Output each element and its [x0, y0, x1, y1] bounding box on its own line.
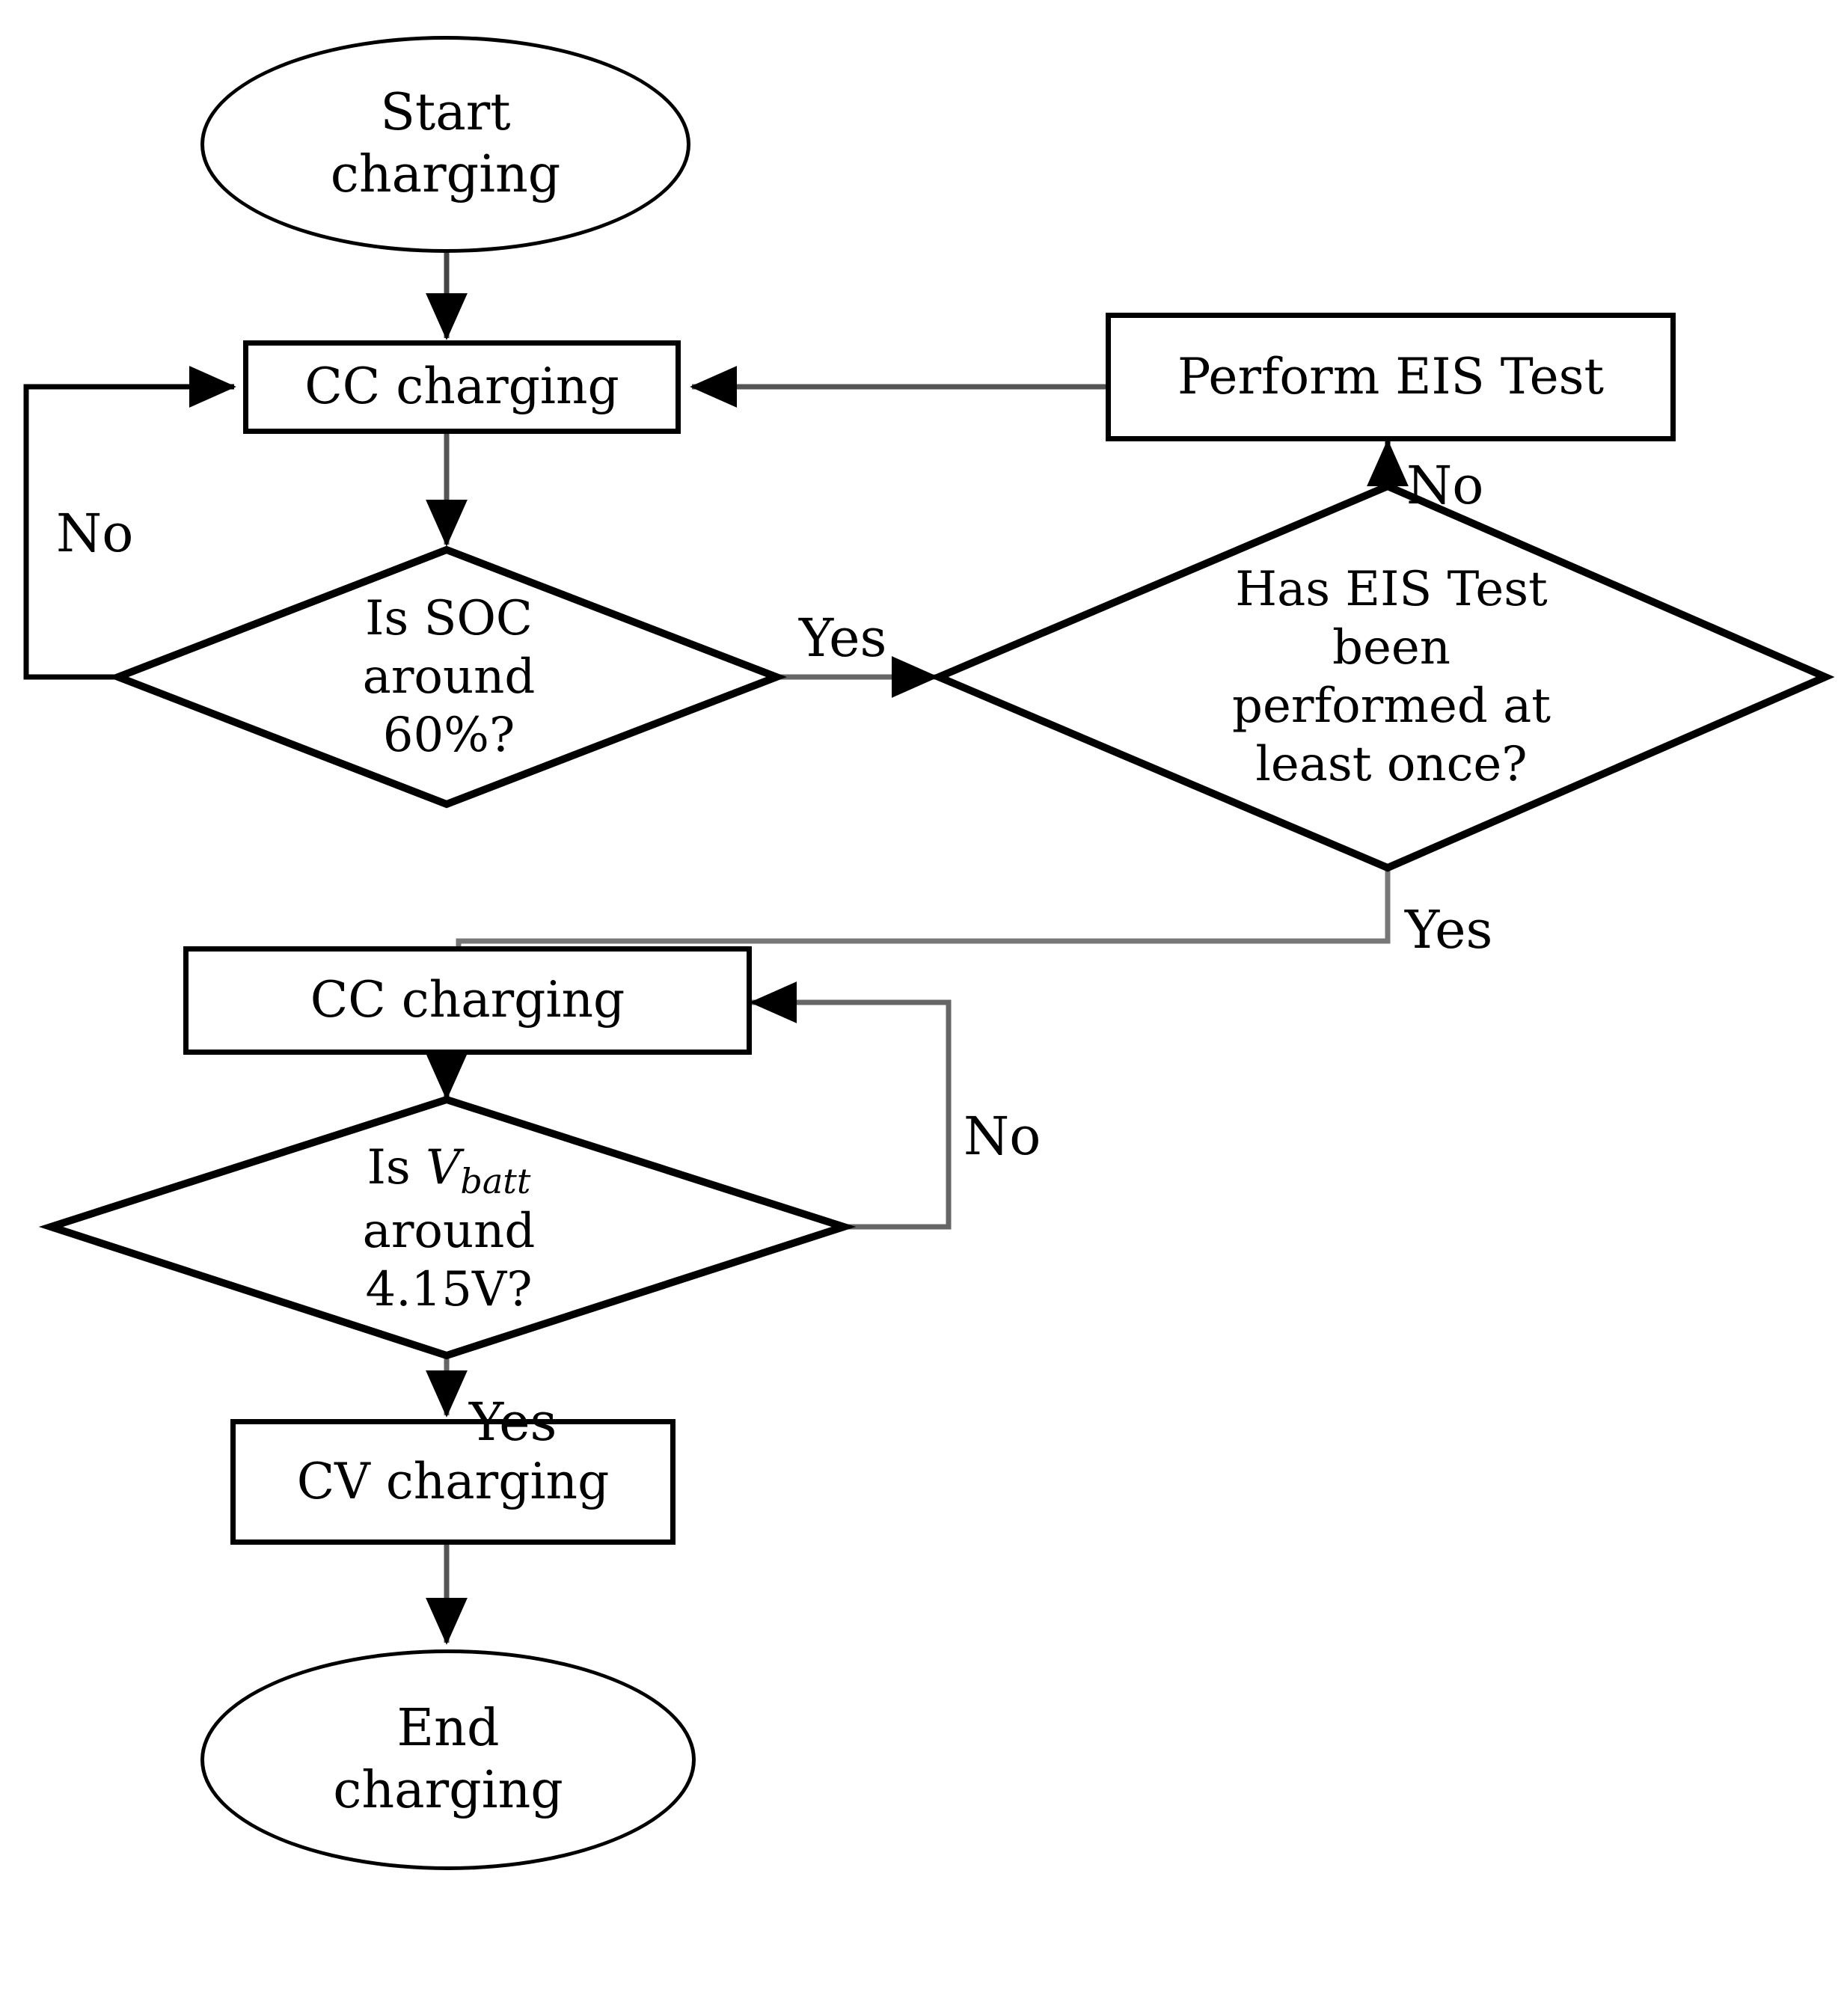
edge-label-no-haseis-top: No	[1406, 455, 1484, 516]
edge-label-no-soc-left: No	[56, 503, 134, 564]
haseis-line-2: been	[1332, 619, 1451, 675]
soc-line-3: 60%?	[382, 708, 515, 764]
node-start-charging[interactable]: Start charging	[200, 36, 690, 253]
node-perform-eis-test[interactable]: Perform EIS Test	[1106, 313, 1676, 441]
decision-shape-vbatt	[38, 1095, 857, 1360]
node-cc-charging-2-label: CC charging	[310, 971, 625, 1029]
soc-line-1: Is SOC	[365, 590, 533, 646]
vbatt-prefix: Is	[367, 1139, 426, 1195]
decision-shape-soc	[108, 545, 787, 809]
node-has-eis-been-performed[interactable]: Has EIS Test been performed at least onc…	[1145, 554, 1638, 800]
edge-label-yes-soc-right: Yes	[799, 607, 887, 669]
edge-soc-no-to-cc1	[23, 366, 236, 680]
vbatt-line-2: around	[362, 1203, 536, 1259]
node-cc-charging-1-label: CC charging	[304, 358, 619, 416]
vbatt-variable: Vbatt	[426, 1139, 530, 1201]
node-has-eis-been-performed-label: Has EIS Test been performed at least onc…	[1232, 560, 1551, 794]
edge-vbatt-no-to-cc2	[750, 981, 952, 1230]
node-end-charging-label: End charging	[333, 1698, 563, 1822]
edge-label-yes-vbatt-bottom: Yes	[469, 1391, 557, 1453]
haseis-line-3: performed at	[1232, 678, 1551, 734]
node-is-soc-60[interactable]: Is SOC around 60%?	[254, 583, 643, 770]
haseis-line-4: least once?	[1255, 737, 1528, 793]
soc-line-2: around	[362, 649, 536, 705]
start-line-2: charging	[330, 145, 561, 204]
node-cv-charging-label: CV charging	[296, 1452, 610, 1510]
vbatt-var-sub: batt	[460, 1160, 531, 1201]
end-line-1: End	[396, 1698, 500, 1758]
edge-label-yes-haseis-bottom: Yes	[1405, 899, 1493, 960]
node-start-charging-label: Start charging	[331, 82, 561, 206]
haseis-line-1: Has EIS Test	[1235, 561, 1548, 617]
node-cc-charging-1[interactable]: CC charging	[243, 340, 681, 434]
node-is-soc-60-label: Is SOC around 60%?	[363, 589, 536, 765]
vbatt-line-3: 4.15V?	[365, 1262, 533, 1318]
node-end-charging[interactable]: End charging	[200, 1649, 696, 1870]
node-is-vbatt-415[interactable]: Is Vbatt around 4.15V?	[254, 1133, 643, 1324]
node-cc-charging-2[interactable]: CC charging	[183, 946, 752, 1055]
node-cv-charging[interactable]: CV charging	[230, 1419, 676, 1545]
decision-shape-haseis	[929, 482, 1835, 872]
start-line-1: Start	[380, 83, 511, 143]
edge-label-no-vbatt-right: No	[964, 1106, 1041, 1167]
node-is-vbatt-415-label: Is Vbatt around 4.15V?	[363, 1139, 536, 1319]
vbatt-var-v: V	[426, 1139, 461, 1195]
node-perform-eis-test-label: Perform EIS Test	[1177, 347, 1605, 405]
end-line-2: charging	[333, 1760, 563, 1820]
vbatt-line-1: Is Vbatt	[367, 1139, 531, 1201]
